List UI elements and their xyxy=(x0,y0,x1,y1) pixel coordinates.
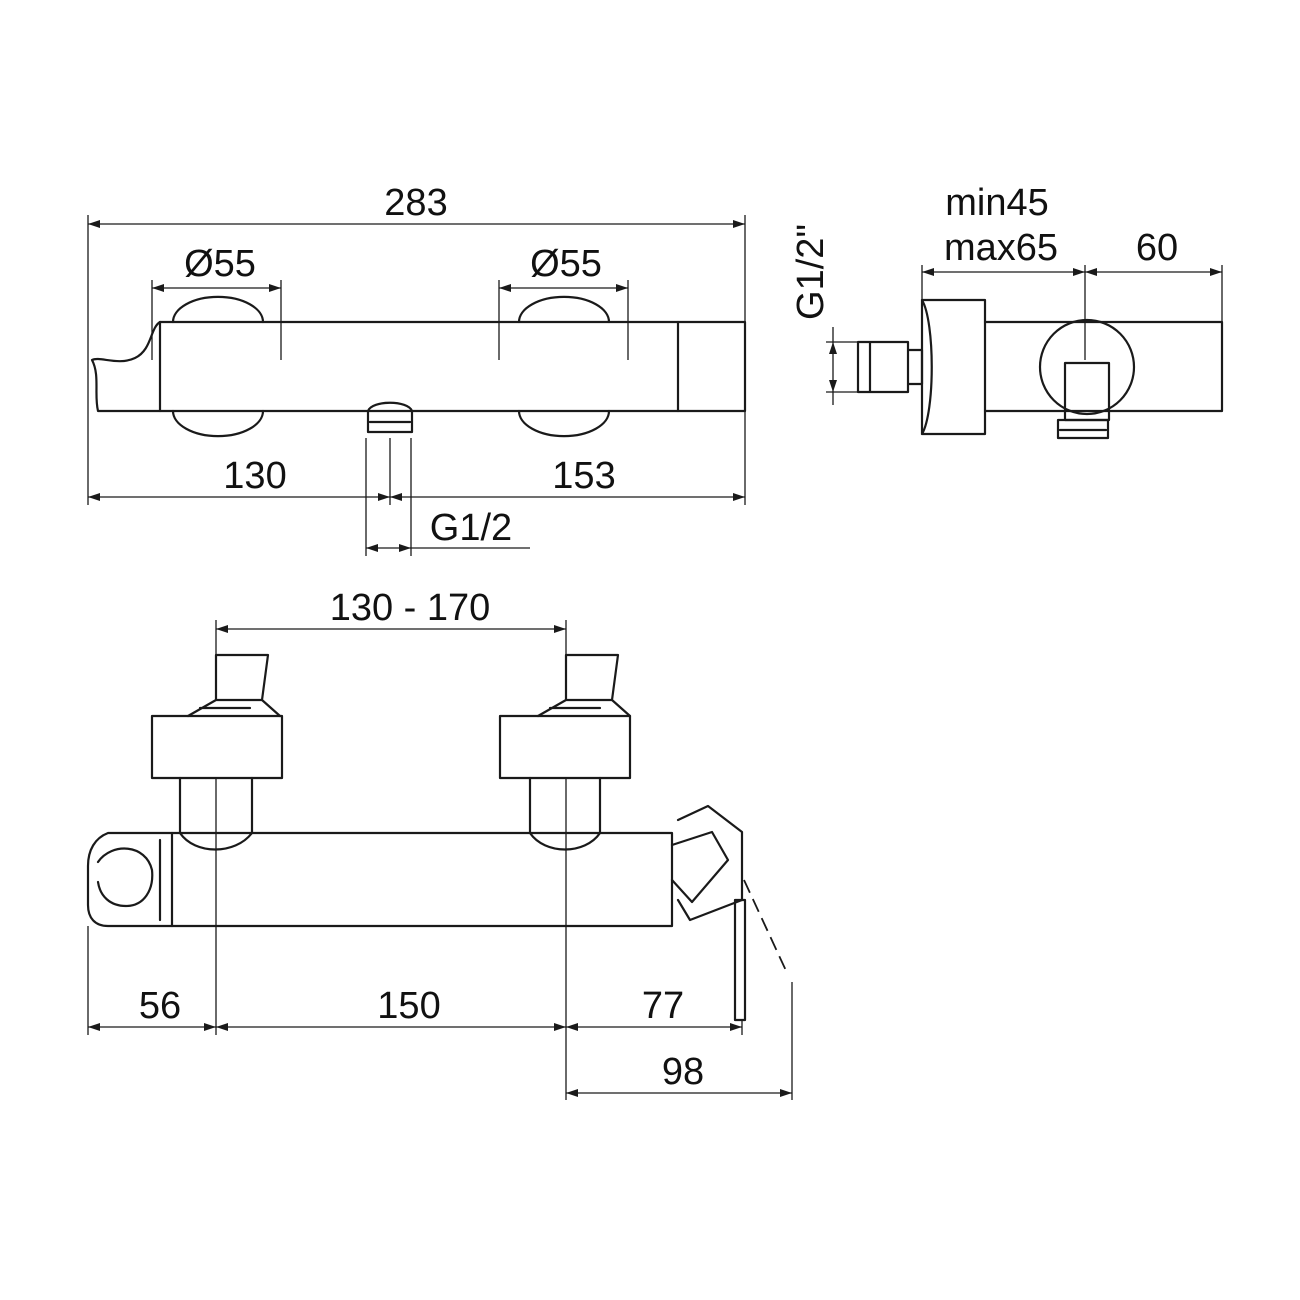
left-offset-label: 130 xyxy=(223,455,286,497)
projection-min-label: min45 xyxy=(945,182,1049,224)
handle-base-top xyxy=(676,804,744,922)
depth-label: 60 xyxy=(1136,227,1178,269)
right-diameter-label: Ø55 xyxy=(530,243,602,285)
escutcheon-side xyxy=(920,298,987,436)
right-wall-connector xyxy=(536,653,632,718)
front-view xyxy=(90,295,747,438)
right-escutcheon-front xyxy=(517,295,611,438)
right-stem xyxy=(528,776,602,851)
lever-swing-path xyxy=(743,879,789,976)
left-stem xyxy=(178,776,254,851)
side-view xyxy=(856,298,1224,440)
handle-lever xyxy=(733,898,747,1022)
outlet-side xyxy=(1056,418,1110,440)
projection-max-label: max65 xyxy=(944,227,1058,269)
outlet-front xyxy=(366,401,414,434)
left-escutcheon-top xyxy=(150,714,284,780)
inlet-connector-side xyxy=(856,340,924,394)
outlet-thread-label: G1/2 xyxy=(430,507,512,549)
mixer-body-side xyxy=(983,320,1224,413)
handle-hub xyxy=(670,830,730,904)
inlet-thread-label: G1/2" xyxy=(790,224,832,320)
mixer-body-top xyxy=(170,831,674,928)
cartridge-circle-side xyxy=(1038,318,1136,416)
top-view xyxy=(86,653,789,1022)
side-dimensions: G1/2" min45 max65 60 xyxy=(790,182,1223,405)
mixer-body-front xyxy=(158,320,747,413)
left-escutcheon-front xyxy=(171,295,265,438)
shower-holder-top xyxy=(86,831,174,928)
right-segment-label: 77 xyxy=(642,985,684,1027)
shower-holder-front xyxy=(90,320,162,413)
right-escutcheon-top xyxy=(498,714,632,780)
right-offset-label: 153 xyxy=(552,455,615,497)
overall-width-label: 283 xyxy=(384,182,447,224)
top-dimensions: 130 - 170 56 150 77 98 xyxy=(87,587,793,1100)
front-dimensions: 283 Ø55 Ø55 130 153 G1/2 xyxy=(87,182,746,556)
left-diameter-label: Ø55 xyxy=(184,243,256,285)
left-segment-label: 56 xyxy=(139,985,181,1027)
inlet-spacing-label: 130 - 170 xyxy=(330,587,491,629)
center-segment-label: 150 xyxy=(377,985,440,1027)
left-wall-connector xyxy=(186,653,282,718)
shower-holder-socket xyxy=(96,847,154,908)
lever-reach-label: 98 xyxy=(662,1051,704,1093)
